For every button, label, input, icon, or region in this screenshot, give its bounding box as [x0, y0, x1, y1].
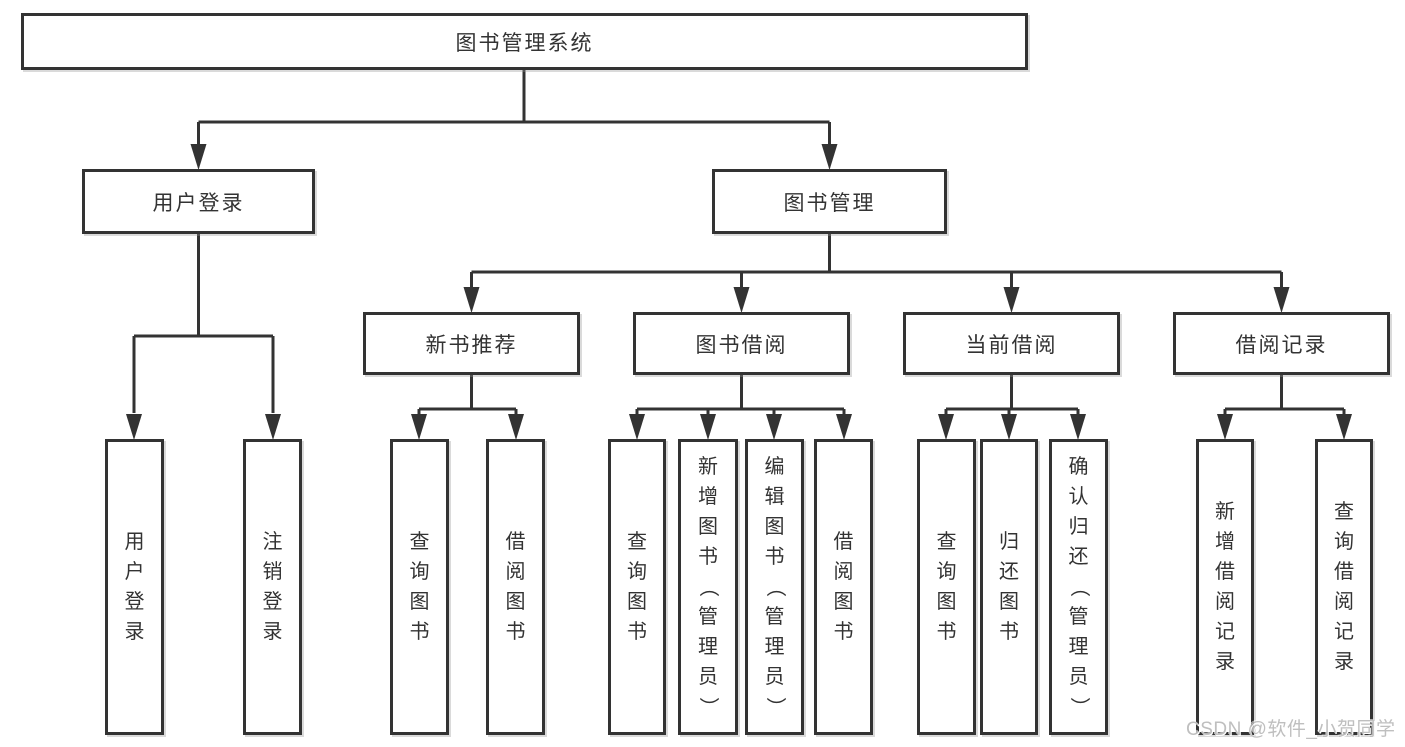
node-label: 用户登录: [152, 191, 245, 215]
node-current-borrowing: 当前借阅: [903, 312, 1120, 375]
node-leaf-edit-books-admin: 编辑图书（管理员）: [745, 439, 804, 735]
node-new-book-recommendation: 新书推荐: [363, 312, 580, 375]
node-leaf-query-books-recommend: 查询图书: [390, 439, 449, 735]
node-label: 编辑图书（管理员）: [763, 456, 786, 717]
node-leaf-user-login: 用户登录: [105, 439, 164, 735]
node-book-borrowing: 图书借阅: [633, 312, 850, 375]
node-label: 查询图书: [409, 531, 430, 643]
node-label: 用户登录: [124, 531, 145, 643]
node-label: 图书管理系统: [455, 31, 594, 55]
node-leaf-confirm-return-admin: 确认归还（管理员）: [1049, 439, 1108, 735]
node-label: 新书推荐: [425, 333, 518, 357]
node-leaf-query-books-borrowing: 查询图书: [608, 439, 666, 735]
node-book-management: 图书管理: [712, 169, 947, 234]
node-leaf-query-books-current: 查询图书: [917, 439, 976, 735]
node-label: 查询图书: [936, 531, 957, 643]
node-library-management-system: 图书管理系统: [21, 13, 1028, 70]
node-label: 查询图书: [627, 531, 647, 643]
node-label: 查询借阅记录: [1334, 501, 1354, 673]
node-label: 图书借阅: [695, 333, 788, 357]
arrowheads: [126, 144, 1352, 440]
node-leaf-borrow-books-recommend: 借阅图书: [486, 439, 545, 735]
node-borrowing-records: 借阅记录: [1173, 312, 1390, 375]
node-leaf-add-borrow-record: 新增借阅记录: [1196, 439, 1254, 735]
node-label: 归还图书: [999, 531, 1019, 643]
node-label: 确认归还（管理员）: [1067, 456, 1090, 717]
node-label: 借阅图书: [505, 531, 526, 643]
node-label: 当前借阅: [965, 333, 1058, 357]
node-leaf-borrow-books: 借阅图书: [814, 439, 873, 735]
node-label: 借阅图书: [833, 531, 854, 643]
connector-lines: [132, 70, 1346, 414]
csdn-watermark: CSDN @软件_小贺同学: [1186, 719, 1396, 740]
node-leaf-add-books-admin: 新增图书（管理员）: [678, 439, 738, 735]
node-label: 注销登录: [262, 531, 283, 643]
node-leaf-query-borrow-record: 查询借阅记录: [1315, 439, 1373, 735]
node-leaf-logout: 注销登录: [243, 439, 302, 735]
node-leaf-return-books: 归还图书: [980, 439, 1038, 735]
node-label: 新增图书（管理员）: [697, 456, 719, 717]
node-user-login: 用户登录: [82, 169, 315, 234]
node-label: 借阅记录: [1235, 333, 1328, 357]
node-label: 新增借阅记录: [1215, 501, 1235, 673]
node-label: 图书管理: [783, 191, 876, 215]
